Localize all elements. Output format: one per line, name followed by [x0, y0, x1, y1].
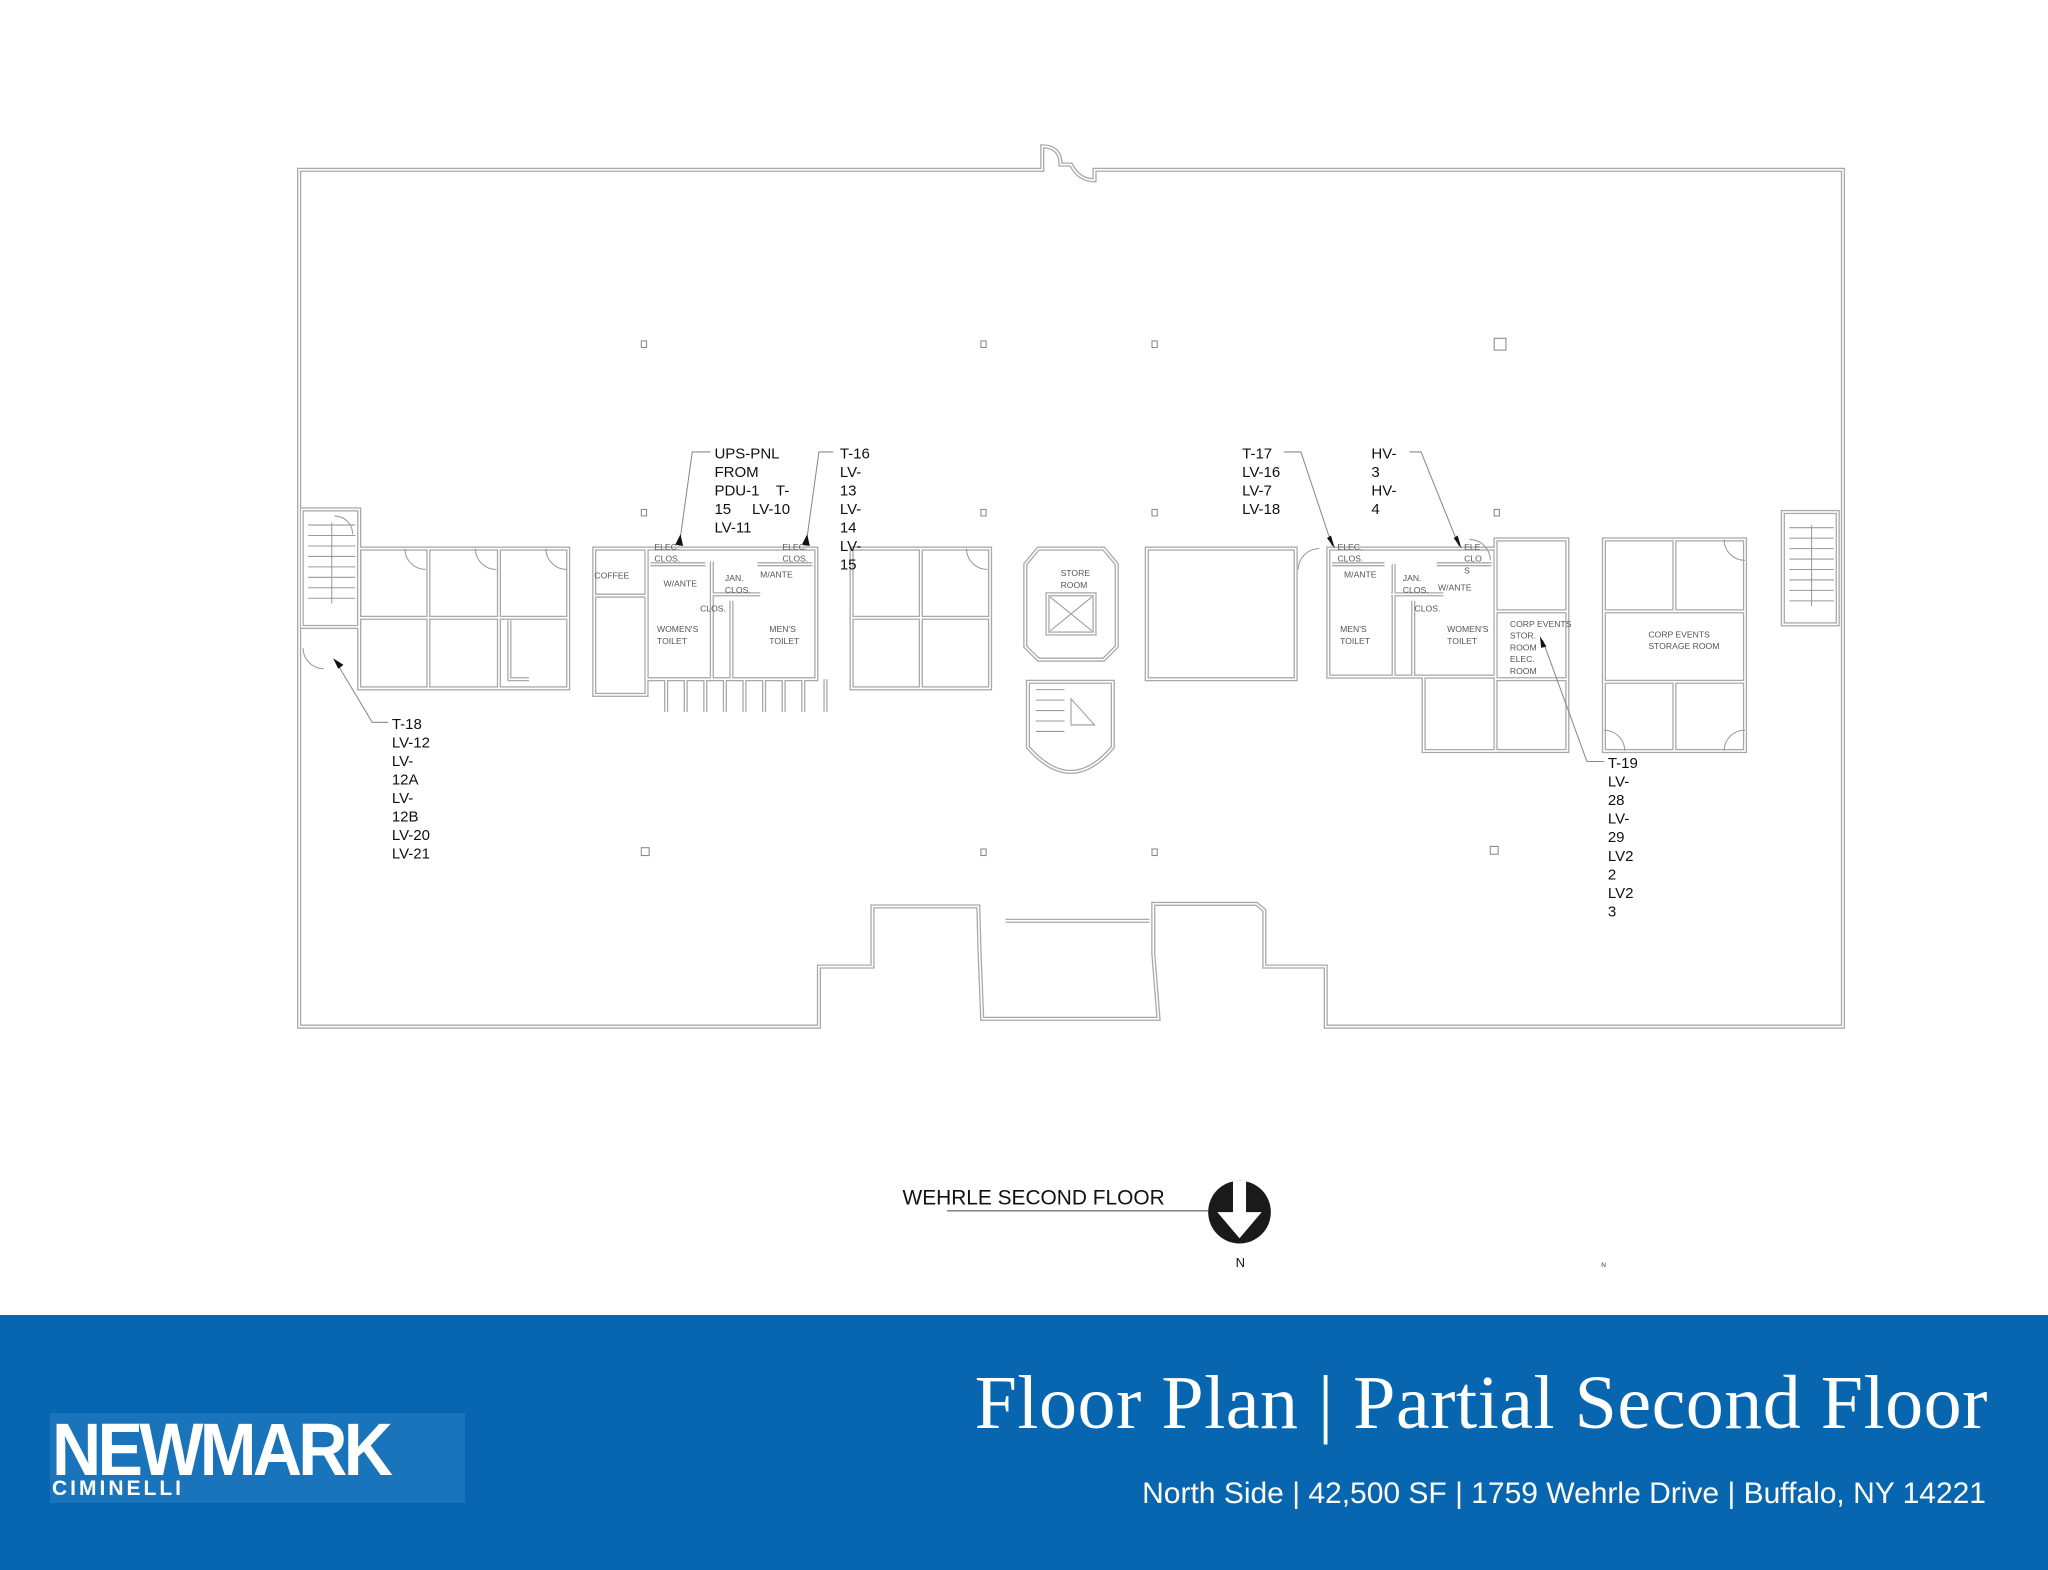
callout-line: T-18 — [392, 716, 422, 733]
callout-line: LV-21 — [392, 846, 430, 863]
newmark-logo: NEWMARK CIMINELLI — [50, 1408, 465, 1503]
room-label: MEN'S — [1340, 624, 1367, 634]
callout-line: LV2 — [1608, 885, 1634, 902]
north-label: N — [1236, 1255, 1245, 1270]
room-label: CLOS. — [1403, 585, 1429, 595]
columns — [640, 337, 1507, 857]
callout-line: T-17 — [1242, 445, 1272, 462]
callout-line: PDU-1 T- — [714, 483, 789, 500]
room-label: CLOS. — [782, 554, 808, 564]
room-label: STOR. — [1510, 631, 1536, 641]
room-label: CLOS. — [1415, 603, 1441, 613]
room-label: CLOS. — [700, 603, 726, 613]
callout-line: 28 — [1608, 792, 1625, 809]
room-label: CLOS. — [654, 554, 680, 564]
room-label: ELEC. — [1337, 542, 1362, 552]
room-label: CORP EVENTS — [1648, 629, 1710, 639]
callout-line: T-19 — [1608, 755, 1638, 772]
callout-line: 15 LV-10 — [714, 501, 790, 518]
callout-line: LV- — [1608, 811, 1629, 828]
callout-line: T-16 — [840, 445, 870, 462]
callout-line: FROM — [714, 464, 758, 481]
page-subtitle: North Side | 42,500 SF | 1759 Wehrle Dri… — [1142, 1477, 1986, 1510]
room-label: TOILET — [1340, 636, 1371, 646]
footer-banner: NEWMARK CIMINELLI Floor Plan | Partial S… — [0, 1315, 2048, 1570]
callout-line: 4 — [1371, 501, 1379, 518]
callout-line: 12A — [392, 771, 419, 788]
callout-line: 13 — [840, 483, 857, 500]
callout-line: 2 — [1608, 866, 1616, 883]
room-label: CLO — [1464, 554, 1482, 564]
north-label-small: N — [1601, 1262, 1606, 1269]
callout-line: 14 — [840, 520, 857, 537]
room-label: ELEC. — [782, 542, 807, 552]
room-label: CLOS. — [1337, 554, 1363, 564]
callout-line: LV- — [392, 790, 413, 807]
leader-arrowheads — [333, 534, 1547, 669]
callout-line: 3 — [1371, 464, 1379, 481]
callout-line: LV- — [392, 753, 413, 770]
plan-caption: WEHRLE SECOND FLOOR — [903, 1186, 1165, 1209]
callout-line: LV- — [1608, 774, 1629, 791]
room-label: M/ANTE — [1344, 569, 1377, 579]
callout-line: HV- — [1371, 483, 1396, 500]
page-title: Floor Plan | Partial Second Floor — [974, 1361, 1988, 1445]
callout-line: LV-20 — [392, 827, 430, 844]
room-label: WOMEN'S — [657, 624, 699, 634]
leader-lines — [336, 451, 1604, 763]
callout-line: 15 — [840, 557, 857, 574]
room-label: ROOM — [1510, 666, 1537, 676]
room-label: STORE — [1061, 568, 1091, 578]
room-label: ELE — [1464, 542, 1481, 552]
room-label: M/ANTE — [760, 569, 793, 579]
callout-line: LV-11 — [714, 520, 751, 537]
callout-line: LV- — [840, 538, 861, 555]
callout-line: HV- — [1371, 445, 1396, 462]
room-label: JAN. — [1403, 573, 1422, 583]
callout-line: 12B — [392, 809, 419, 826]
room-label: CLOS. — [725, 585, 751, 595]
room-label: TOILET — [769, 636, 800, 646]
room-label: CORP EVENTS — [1510, 619, 1572, 629]
callout-line: LV- — [840, 464, 861, 481]
callout-line: LV- — [840, 501, 861, 518]
north-arrow-icon — [1208, 1180, 1271, 1244]
room-label: JAN. — [725, 573, 744, 583]
callout-line: LV-16 — [1242, 464, 1280, 481]
room-label: W/ANTE — [1438, 582, 1472, 592]
room-label: ROOM — [1510, 642, 1537, 652]
room-label: MEN'S — [769, 624, 796, 634]
callout-line: UPS-PNL — [714, 445, 779, 462]
room-label: TOILET — [657, 636, 688, 646]
room-label: S — [1464, 565, 1470, 575]
callout-line: 29 — [1608, 829, 1625, 846]
room-label: ELEC. — [1510, 654, 1535, 664]
room-label: ROOM — [1061, 580, 1088, 590]
room-label: W/ANTE — [664, 578, 698, 588]
callout-line: LV-12 — [392, 734, 430, 751]
room-label: WOMEN'S — [1447, 624, 1489, 634]
room-labels: COFFEE ELEC. CLOS. ELEC. CLOS. W/ANTE M/… — [594, 542, 1719, 676]
logo-subtext: CIMINELLI — [52, 1477, 184, 1500]
door-swings — [302, 515, 1745, 752]
callout-line: LV-18 — [1242, 501, 1280, 518]
stair-treads — [308, 522, 1834, 732]
room-label: ELEC. — [654, 542, 679, 552]
callout-line: LV2 — [1608, 848, 1634, 865]
room-label: STORAGE ROOM — [1648, 641, 1719, 651]
logo-wordmark: NEWMARK — [52, 1408, 393, 1491]
room-label: TOILET — [1447, 636, 1478, 646]
callout-line: LV-7 — [1242, 483, 1272, 500]
callout-line: 3 — [1608, 903, 1616, 920]
room-label-coffee: COFFEE — [594, 571, 629, 581]
